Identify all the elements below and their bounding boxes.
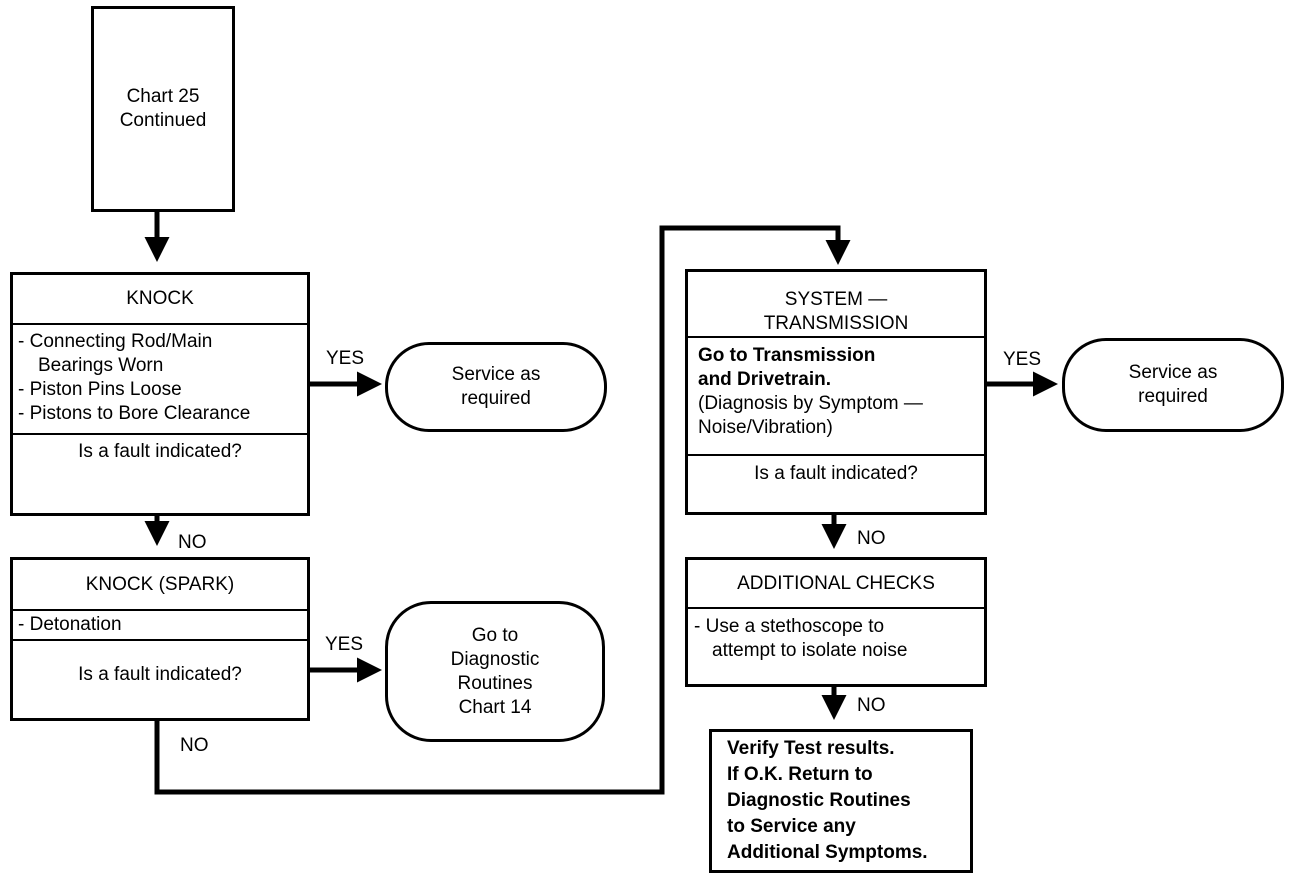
knock-item: - Connecting Rod/Main (18, 331, 213, 352)
start-box: Chart 25 Continued (91, 6, 235, 212)
verify-line: Diagnostic Routines (727, 790, 911, 811)
knock-box: KNOCK - Connecting Rod/Main Bearings Wor… (10, 272, 310, 516)
verify-line: to Service any (727, 816, 856, 837)
system-note-line-1: (Diagnosis by Symptom — (698, 393, 923, 414)
goto-line: Chart 14 (458, 696, 532, 718)
no-label-knock: NO (178, 532, 207, 553)
service-left-line-1: Service as (451, 364, 541, 385)
knock-items: - Connecting Rod/Main Bearings Worn - Pi… (13, 323, 307, 433)
additional-item-2: attempt to isolate noise (712, 640, 908, 661)
service-left-line-2: required (461, 388, 531, 409)
additional-item-1: - Use a stethoscope to (694, 616, 885, 637)
knock-item: - Piston Pins Loose (18, 379, 182, 400)
knock-spark-box: KNOCK (SPARK) - Detonation Is a fault in… (10, 557, 310, 721)
goto-line: Diagnostic (450, 648, 540, 670)
system-instructions: Go to Transmission and Drivetrain. (Diag… (688, 336, 984, 454)
system-transmission-box: SYSTEM — TRANSMISSION Go to Transmission… (685, 269, 987, 515)
line-spark-no-to-system (154, 225, 851, 795)
goto-line: Go to (471, 624, 519, 646)
knock-item: - Pistons to Bore Clearance (18, 403, 251, 424)
knock-spark-question: Is a fault indicated? (13, 639, 307, 687)
system-note-line-2: Noise/Vibration) (698, 417, 833, 438)
start-line-1: Chart 25 (126, 86, 200, 107)
yes-label-system: YES (1003, 349, 1042, 370)
service-right-line-1: Service as (1128, 362, 1218, 383)
additional-checks-box: ADDITIONAL CHECKS - Use a stethoscope to… (685, 557, 987, 687)
knock-question: Is a fault indicated? (13, 433, 307, 464)
knock-spark-item: - Detonation (13, 609, 307, 639)
no-label-spark: NO (180, 735, 209, 756)
start-line-2: Continued (119, 110, 207, 131)
service-as-required-right: Service as required (1062, 338, 1284, 432)
system-bold-line-1: Go to Transmission (698, 345, 876, 366)
verify-box: Verify Test results. If O.K. Return to D… (709, 729, 973, 873)
no-label-additional: NO (857, 695, 886, 716)
knock-item: Bearings Worn (38, 355, 164, 376)
system-title-line-1: SYSTEM — (784, 289, 888, 310)
no-label-system: NO (857, 528, 886, 549)
service-right-line-2: required (1138, 386, 1208, 407)
additional-items: - Use a stethoscope to attempt to isolat… (688, 607, 984, 663)
verify-line: If O.K. Return to (727, 764, 873, 785)
goto-chart-14: Go to Diagnostic Routines Chart 14 (385, 601, 605, 742)
yes-label-knock: YES (326, 348, 365, 369)
verify-line: Verify Test results. (727, 738, 895, 759)
knock-title: KNOCK (126, 288, 194, 309)
verify-line: Additional Symptoms. (727, 842, 928, 863)
additional-title: ADDITIONAL CHECKS (737, 573, 935, 594)
system-title-line-2: TRANSMISSION (763, 313, 909, 334)
service-as-required-left: Service as required (385, 342, 607, 432)
yes-label-spark: YES (325, 634, 364, 655)
system-bold-line-2: and Drivetrain. (698, 369, 832, 390)
goto-line: Routines (457, 672, 533, 694)
system-question: Is a fault indicated? (688, 454, 984, 486)
system-title: SYSTEM — TRANSMISSION (688, 272, 984, 336)
knock-spark-title: KNOCK (SPARK) (85, 574, 235, 595)
